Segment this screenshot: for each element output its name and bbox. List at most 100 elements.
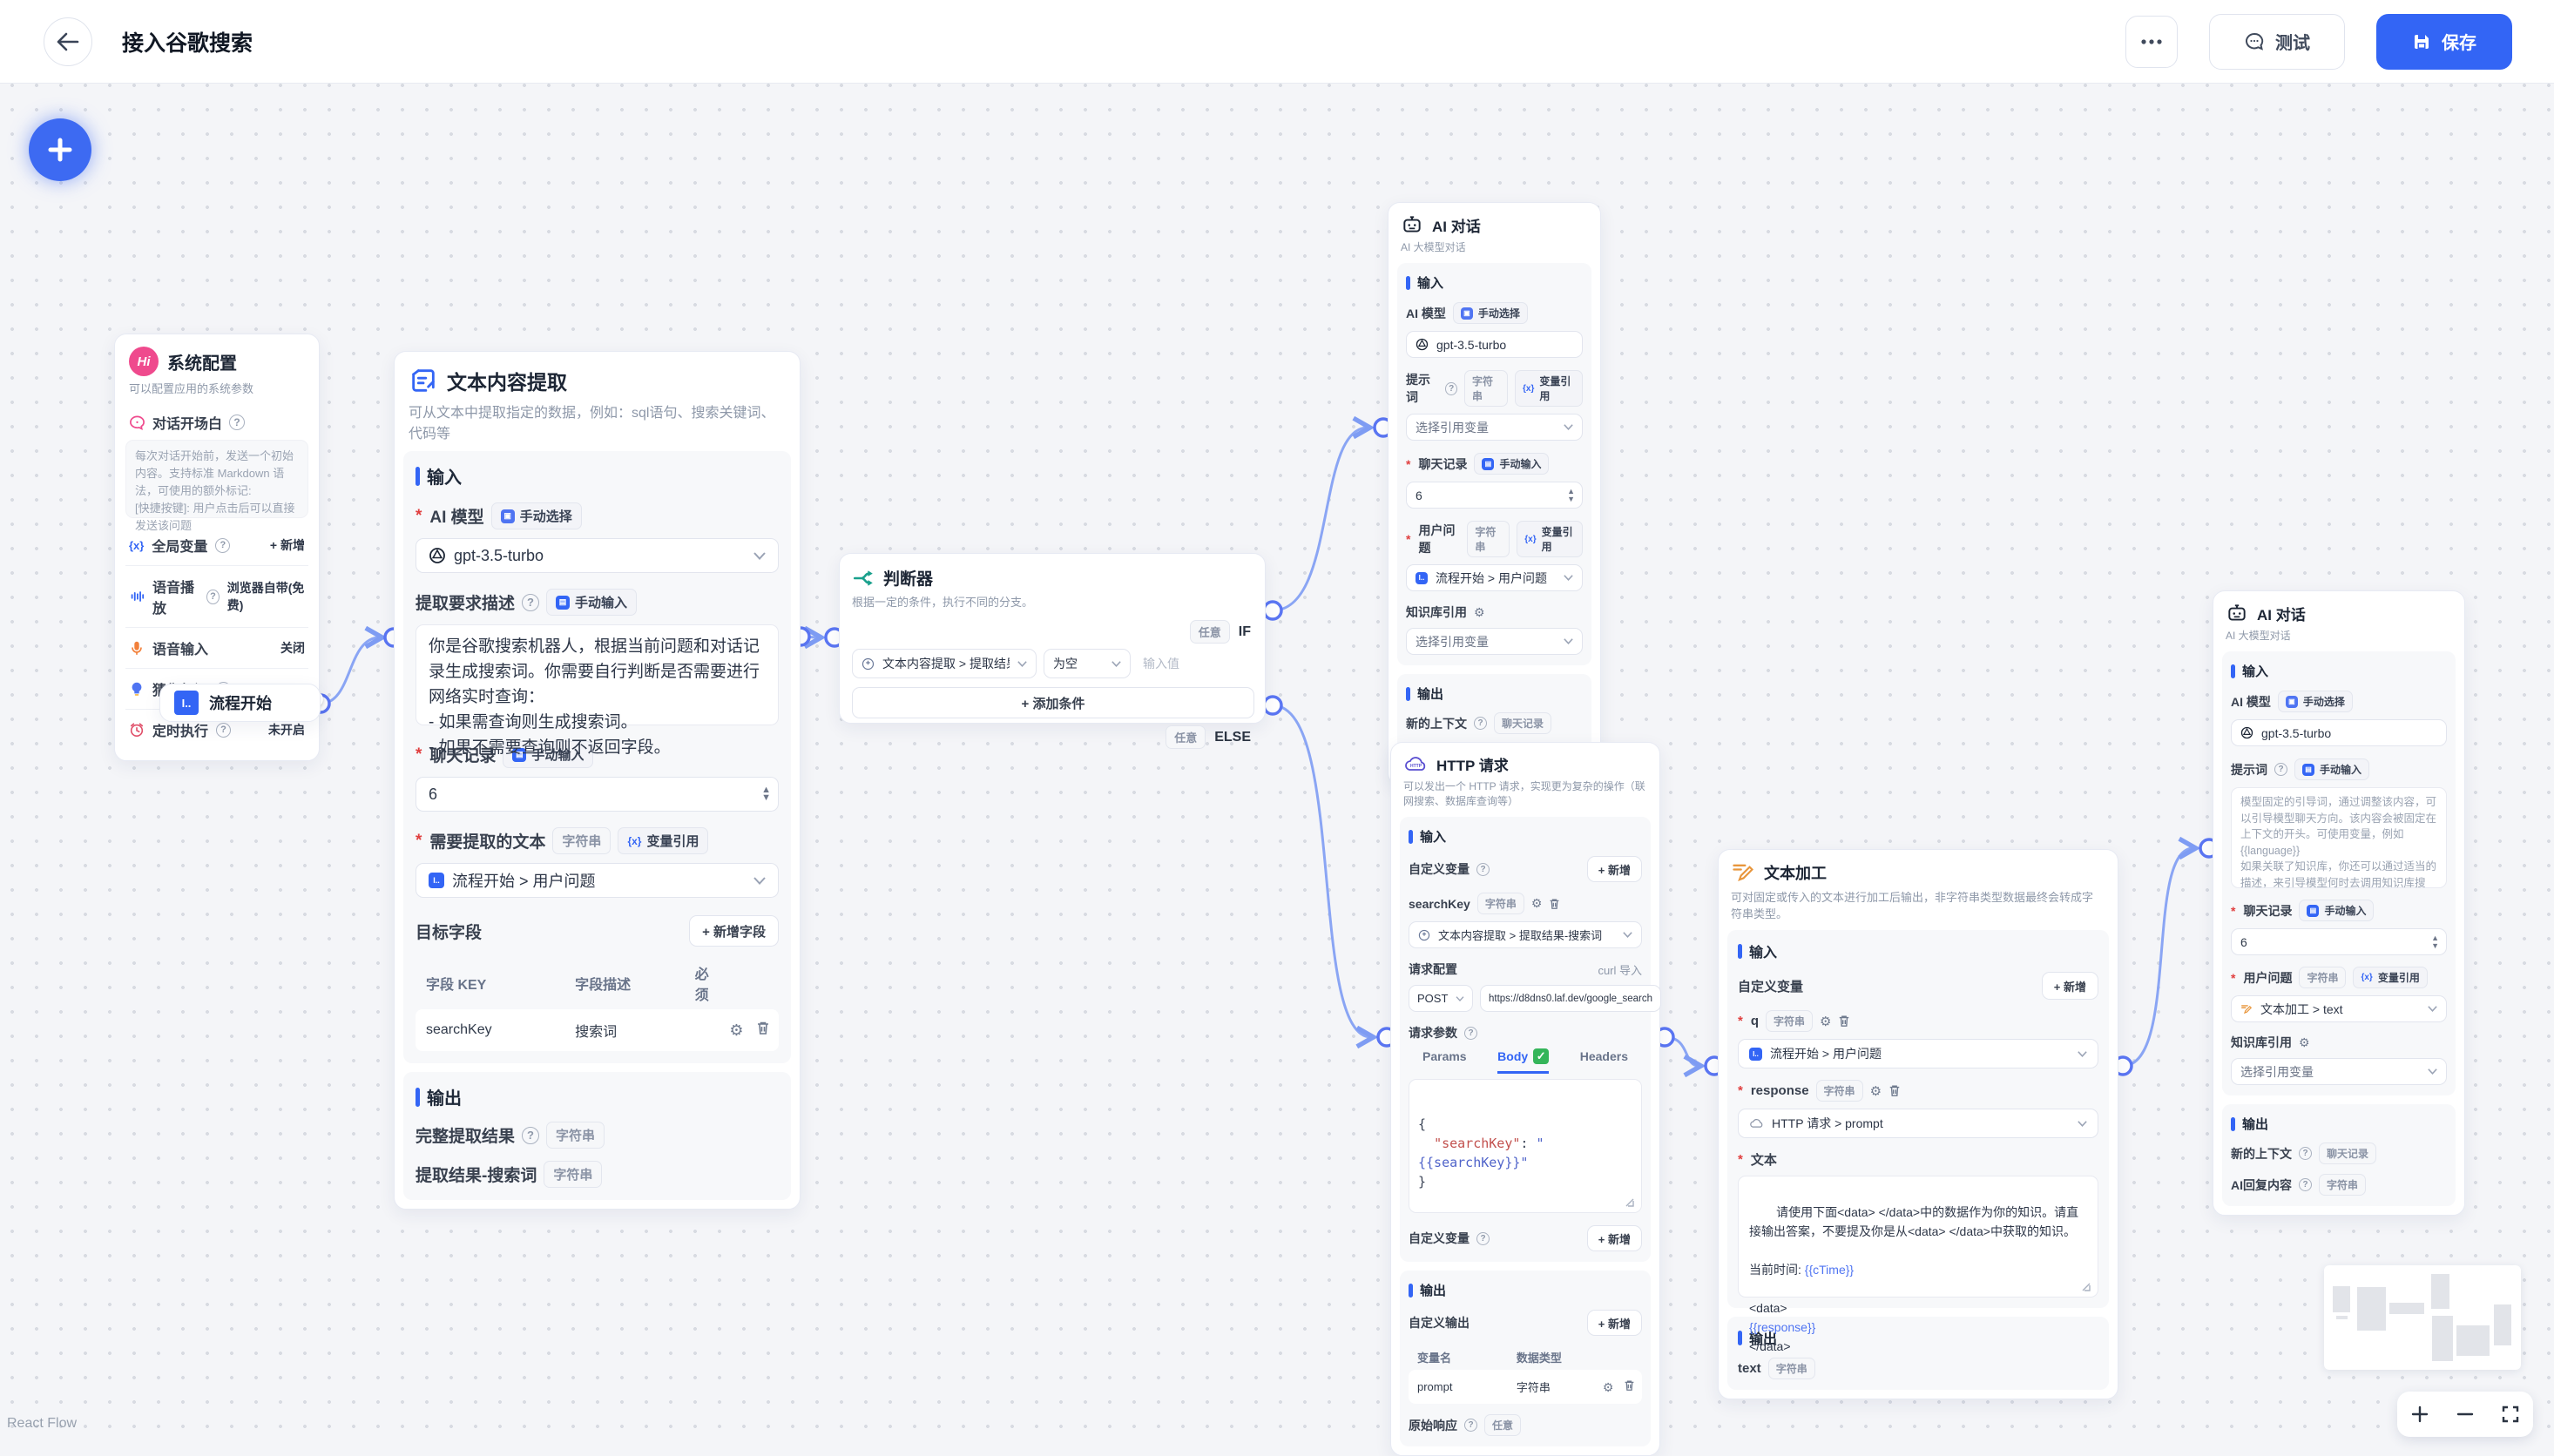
condition-value-input[interactable]: 输入值 (1143, 657, 1179, 671)
add-condition-button[interactable]: + 添加条件 (852, 687, 1254, 718)
model-select[interactable]: gpt-3.5-turbo (1406, 331, 1583, 358)
trash-icon[interactable] (1549, 898, 1560, 910)
question-select[interactable]: 文本加工 > text (2231, 995, 2447, 1022)
any-badge[interactable]: 任意 (1189, 620, 1230, 644)
handle-condition-if[interactable] (1262, 600, 1283, 621)
help-icon: ? (1464, 1026, 1477, 1040)
table-row[interactable]: searchKey 搜索词 ⚙ (416, 1009, 779, 1051)
stepper-buttons[interactable]: ▲▼ (1567, 486, 1575, 503)
history-input[interactable]: 6 ▲▼ (416, 777, 779, 812)
manual-select-badge[interactable]: ▣ 手动选择 (2277, 691, 2353, 712)
table-row[interactable]: prompt 字符串 ⚙ (1409, 1370, 1642, 1404)
add-var-button[interactable]: + 新增 (1586, 1225, 1642, 1251)
kb-select[interactable]: 选择引用变量 (2231, 1058, 2447, 1085)
zoom-out-button[interactable] (2456, 1405, 2475, 1424)
var-ref-badge[interactable]: {x} 变量引用 (618, 827, 709, 854)
handle-condition-else[interactable] (1262, 695, 1283, 716)
trash-icon[interactable] (756, 1021, 770, 1035)
edge-textprocess-aichat2[interactable] (2122, 848, 2193, 1068)
node-flow-start[interactable]: I.. 流程开始 (159, 684, 321, 722)
resize-handle-icon[interactable] (1624, 1196, 1634, 1207)
url-input[interactable]: https://d8dns0.laf.dev/google_search (1480, 985, 1661, 1012)
source-select[interactable]: I.. 流程开始 > 用户问题 (416, 863, 779, 898)
node-text-extract[interactable]: 文本内容提取 可从文本中提取指定的数据，例如：sql语句、搜索关键词、代码等 输… (394, 351, 801, 1210)
sound-icon (129, 589, 145, 604)
edge-else-http[interactable] (1272, 704, 1371, 1037)
manual-input-badge[interactable]: ▤ 手动输入 (546, 589, 638, 616)
tab-body[interactable]: Body✓ (1497, 1048, 1550, 1074)
manual-input-badge[interactable]: ▤ 手动输入 (2299, 900, 2375, 921)
node-text-process[interactable]: 文本加工 可对固定或传入的文本进行加工后输出，非字符串类型数据最终会转成字符串类… (1718, 849, 2118, 1399)
extract-desc-textarea[interactable]: 你是谷歌搜索机器人，根据当前问题和对话记录生成搜索词。你需要自行判断是否需要进行… (416, 624, 779, 757)
any-badge[interactable]: 任意 (1166, 725, 1206, 749)
add-field-button[interactable]: + 新增字段 (689, 915, 779, 947)
edge-flowstart-extract[interactable] (320, 637, 380, 705)
welcome-textarea[interactable]: 每次对话开始前，发送一个初始内容。支持标准 Markdown 语法，可使用的额外… (125, 440, 308, 532)
curl-import-button[interactable]: curl 导入 (1598, 963, 1642, 977)
var2-select[interactable]: HTTP 请求 > prompt (1738, 1109, 2098, 1138)
fullscreen-button[interactable] (2501, 1405, 2520, 1424)
manual-input-badge[interactable]: ▤ 手动输入 (2294, 758, 2370, 780)
gear-icon[interactable]: ⚙ (1474, 604, 1485, 619)
resize-handle-icon[interactable] (2080, 1281, 2091, 1291)
stepper-buttons[interactable]: ▲▼ (2431, 933, 2439, 950)
add-output-button[interactable]: + 新增 (1586, 1310, 1642, 1336)
add-var-button[interactable]: + 新增 (2041, 972, 2098, 1000)
tts-row[interactable]: 语音播放 ? 浏览器自带(免费) (125, 565, 308, 627)
var-ref-badge[interactable]: {x} 变量引用 (1515, 370, 1584, 407)
add-var-button[interactable]: + 新增 (1586, 856, 1642, 882)
global-var-row[interactable]: {x} 全局变量 ? + 新增 (129, 537, 305, 555)
more-button[interactable] (2125, 15, 2178, 68)
node-ai-chat[interactable]: AI 对话 AI 大模型对话 输入 AI 模型 ▣ 手动选择 gpt-3.5-t… (1388, 202, 1601, 785)
body-code-editor[interactable]: { "searchKey": "{{searchKey}}" } (1409, 1079, 1642, 1213)
var-ref-badge[interactable]: {x} 变量引用 (2353, 967, 2428, 988)
history-input[interactable]: 6 ▲▼ (2231, 928, 2447, 955)
back-button[interactable] (44, 17, 92, 66)
prompt-textarea[interactable]: 模型固定的引导词，通过调整该内容，可以引导模型聊天方向。该内容会被固定在上下文的… (2231, 787, 2447, 888)
gear-icon[interactable]: ⚙ (1869, 1083, 1882, 1099)
model-select[interactable]: gpt-3.5-turbo (2231, 719, 2447, 746)
save-button[interactable]: 保存 (2376, 13, 2512, 70)
var1-select[interactable]: I.. 流程开始 > 用户问题 (1738, 1039, 2098, 1068)
var-source-select[interactable]: 文本内容提取 > 提取结果-搜索词 (1409, 921, 1642, 948)
gear-icon[interactable]: ⚙ (729, 1021, 744, 1039)
kb-select[interactable]: 选择引用变量 (1406, 628, 1583, 655)
manual-select-badge[interactable]: ▣ 手动选择 (1452, 302, 1528, 324)
var-ref-badge[interactable]: {x} 变量引用 (1517, 521, 1583, 557)
manual-select-badge[interactable]: ▣ 手动选择 (490, 502, 582, 529)
prompt-select[interactable]: 选择引用变量 (1406, 414, 1583, 441)
node-condition[interactable]: 判断器 根据一定的条件，执行不同的分支。 任意 IF 文本内容提取 > 提取结果… (839, 553, 1266, 749)
trash-icon[interactable] (1624, 1379, 1635, 1392)
gear-icon[interactable]: ⚙ (2299, 1035, 2310, 1049)
stt-row[interactable]: 语音输入 关闭 (125, 627, 308, 668)
edge-http-textprocess[interactable] (1664, 1035, 1699, 1066)
condition-var-select[interactable]: 文本内容提取 > 提取结果-搜索词 (852, 649, 1037, 678)
gear-icon[interactable]: ⚙ (1820, 1014, 1832, 1029)
text-textarea[interactable]: 请使用下面<data> </data>中的数据作为你的知识。请直接输出答案，不要… (1738, 1176, 2098, 1353)
history-input[interactable]: 6 ▲▼ (1406, 482, 1583, 509)
edge-if-aichat[interactable] (1272, 428, 1368, 612)
tab-headers[interactable]: Headers (1579, 1049, 1628, 1063)
test-button[interactable]: 测试 (2209, 13, 2345, 70)
minimap[interactable] (2324, 1265, 2521, 1370)
manual-input-badge[interactable]: ▤ 手动输入 (1474, 453, 1550, 475)
method-select[interactable]: POST (1409, 985, 1473, 1012)
reactflow-attribution[interactable]: React Flow (7, 1416, 78, 1431)
model-select[interactable]: gpt-3.5-turbo (416, 538, 779, 573)
trash-icon[interactable] (1838, 1014, 1850, 1028)
question-select[interactable]: I.. 流程开始 > 用户问题 (1406, 564, 1583, 591)
trash-icon[interactable] (1888, 1084, 1901, 1097)
tab-params[interactable]: Params (1422, 1049, 1467, 1063)
add-global-var-button[interactable]: + 新增 (269, 538, 305, 552)
output-section-title: 输出 (427, 1089, 462, 1109)
manual-input-badge[interactable]: ▤ 手动输入 (503, 741, 594, 768)
node-http-request[interactable]: HTTP HTTP 请求 可以发出一个 HTTP 请求，实现更为复杂的操作（联网… (1390, 742, 1661, 1456)
add-node-button[interactable] (29, 118, 91, 181)
gear-icon[interactable]: ⚙ (1530, 896, 1543, 910)
gear-icon[interactable]: ⚙ (1602, 1379, 1614, 1394)
condition-op-select[interactable]: 为空 (1044, 649, 1131, 678)
stepper-buttons[interactable]: ▲▼ (761, 785, 771, 803)
zoom-in-button[interactable] (2410, 1405, 2429, 1424)
node-ai-chat-2[interactable]: AI 对话 AI 大模型对话 输入 AI 模型 ▣ 手动选择 gpt-3.5-t… (2213, 590, 2465, 1216)
